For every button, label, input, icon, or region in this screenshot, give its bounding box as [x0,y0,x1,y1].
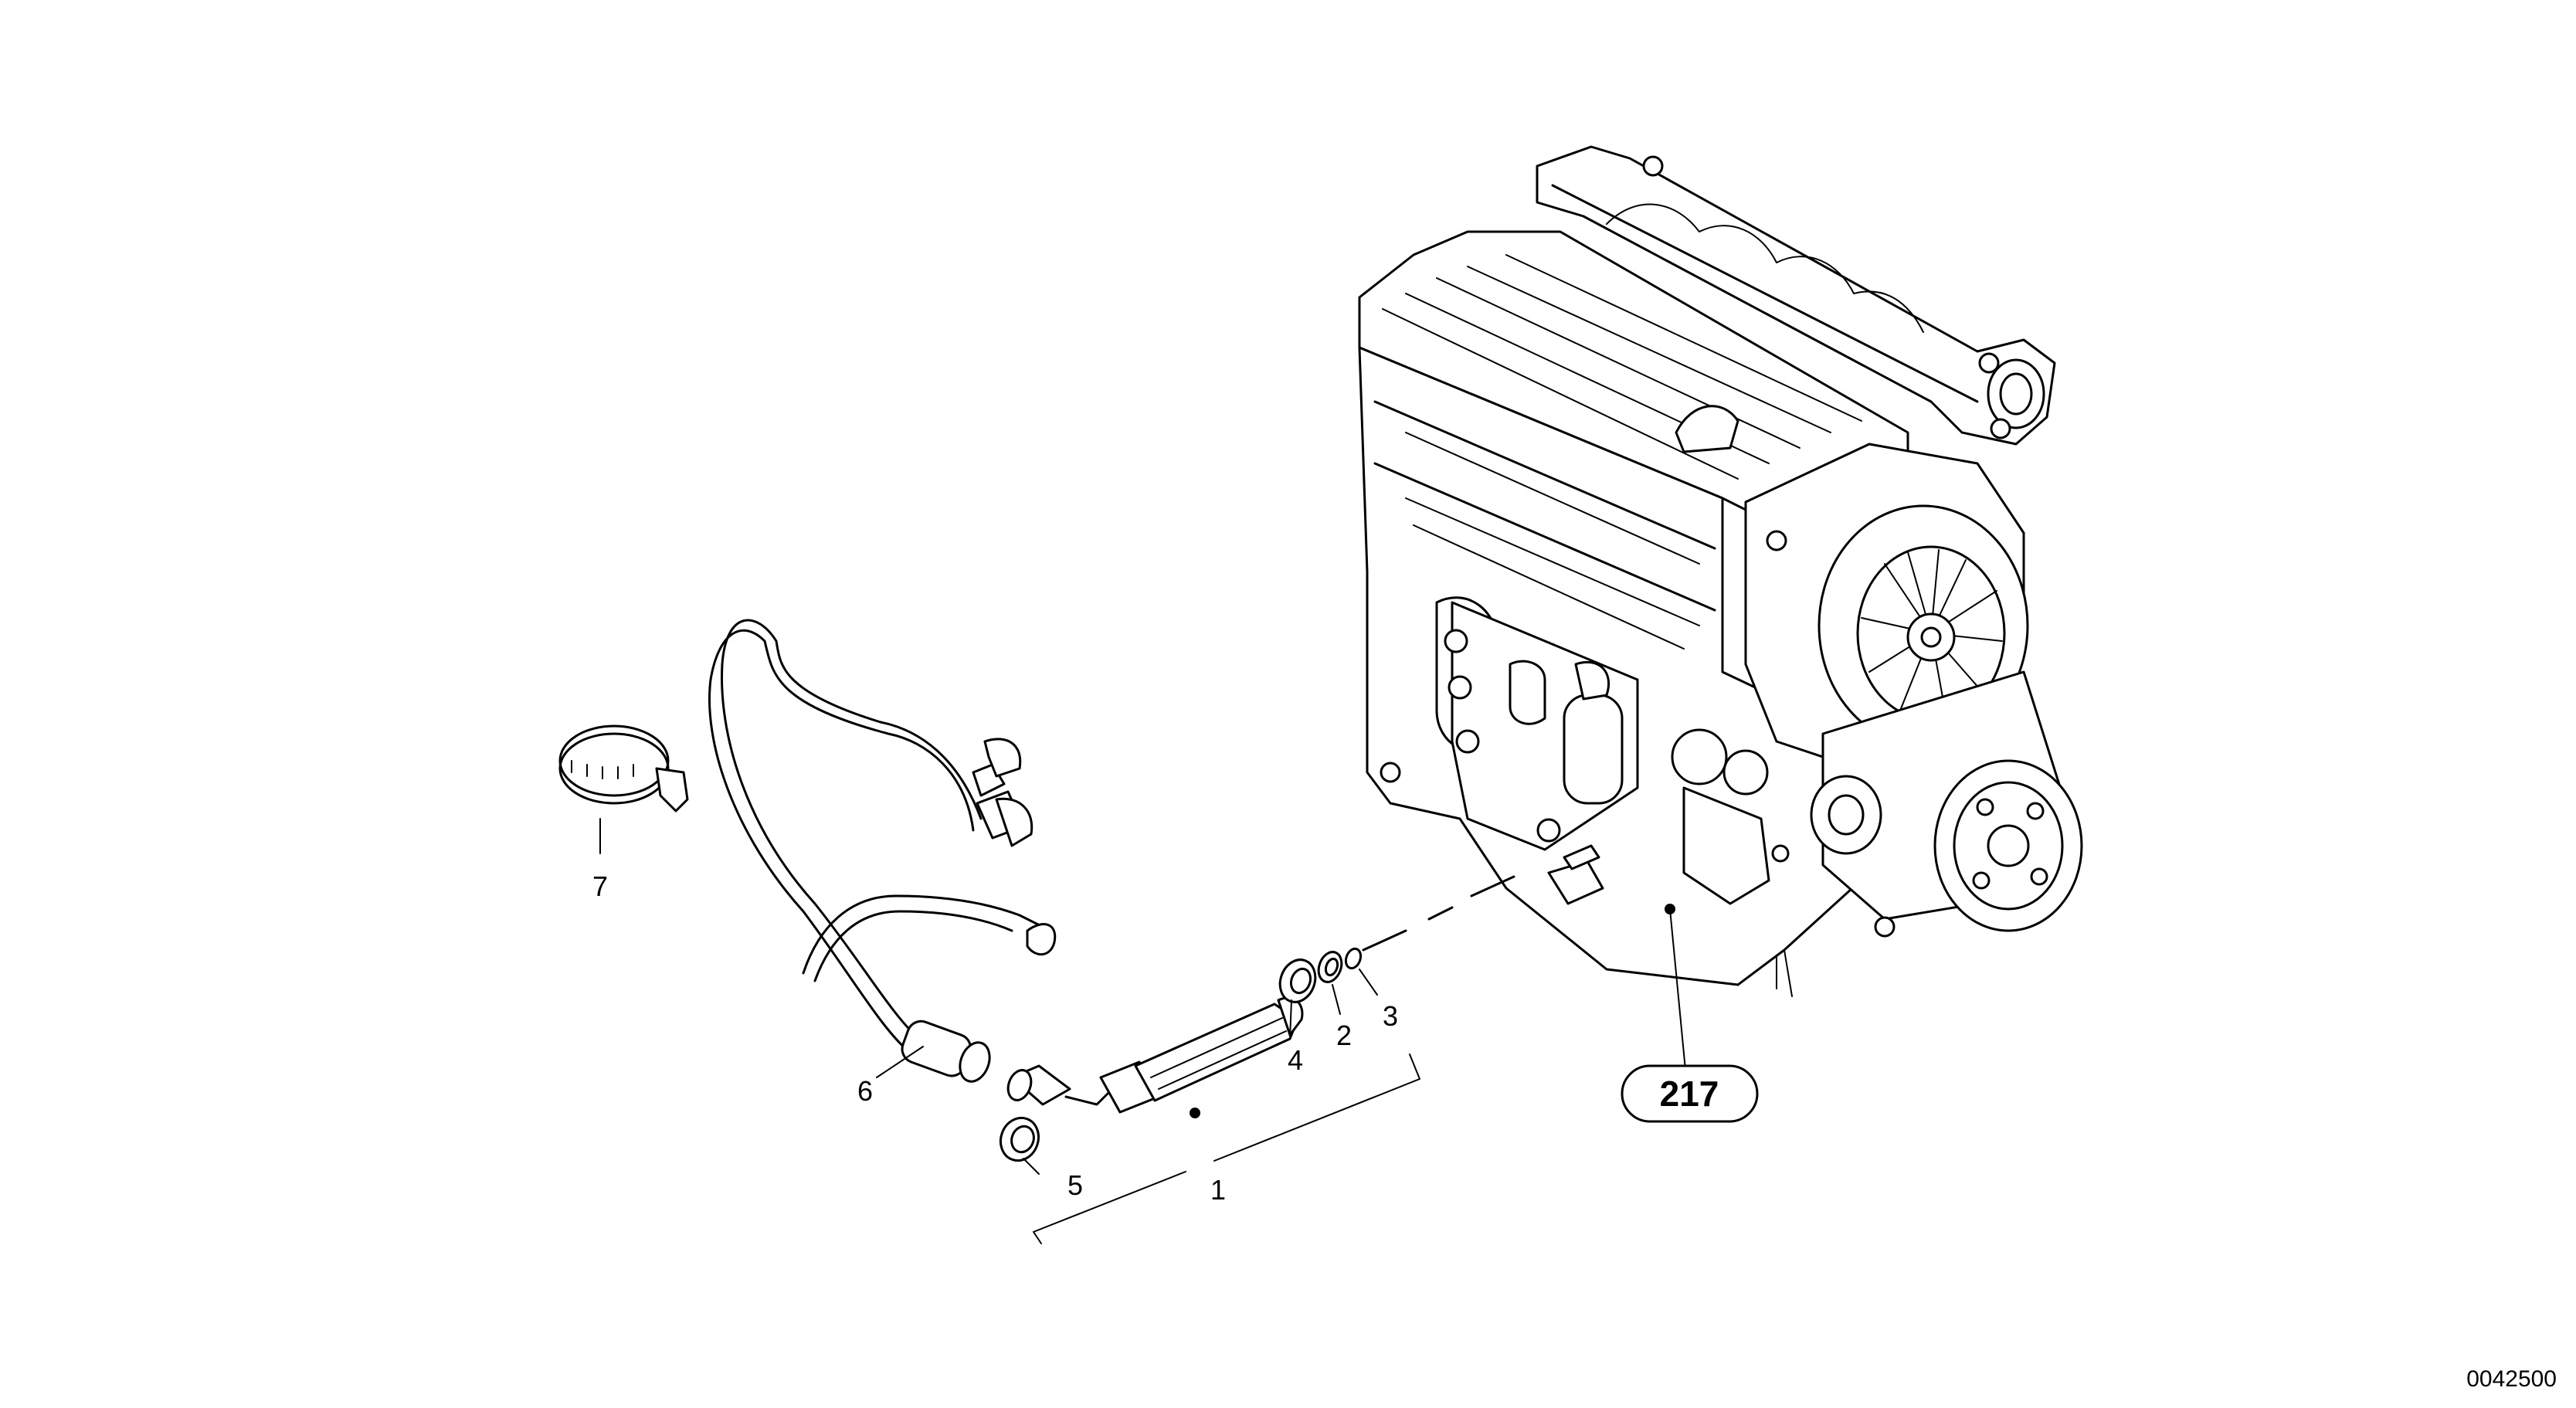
leader-3 [1359,969,1378,996]
crank-pulley [1810,670,2083,938]
assembly-centerline [1362,875,1515,952]
leader-6 [876,1046,924,1078]
leader-5 [1023,1158,1040,1175]
cooling-fan-housing [1744,443,2029,774]
document-number: 0042500 [2466,1366,2557,1392]
part-4-seal-nut [1278,958,1317,1003]
leader-1-bracket [1033,1053,1420,1244]
leader-4 [1289,999,1292,1040]
part-7-hose-clamp [558,724,689,813]
leader-lines [599,818,1686,1244]
leader-217 [1669,908,1686,1070]
part-5-ring [999,1116,1040,1162]
callout-1: 1 [1210,1174,1226,1206]
callout-4: 4 [1288,1044,1303,1076]
callout-2: 2 [1336,1020,1352,1051]
callout-3: 3 [1383,1000,1398,1032]
intake-manifold [1536,145,2056,446]
crankcase [1358,346,1871,997]
callout-7: 7 [592,870,608,902]
reference-group-number: 217 [1660,1074,1719,1114]
cylinder-cover [1358,230,1909,534]
part-6-heater-cable [708,619,1057,1083]
part-1-heating-element [1006,996,1304,1118]
callout-6: 6 [857,1075,873,1107]
reference-group-badge: 217 [1621,1064,1759,1123]
engine-assembly [1358,145,2083,997]
callout-5: 5 [1067,1169,1083,1201]
part-3-o-ring [1344,947,1363,970]
part-2-washer [1317,951,1343,983]
drain-plug [1536,818,1604,905]
leader-2 [1332,984,1341,1015]
